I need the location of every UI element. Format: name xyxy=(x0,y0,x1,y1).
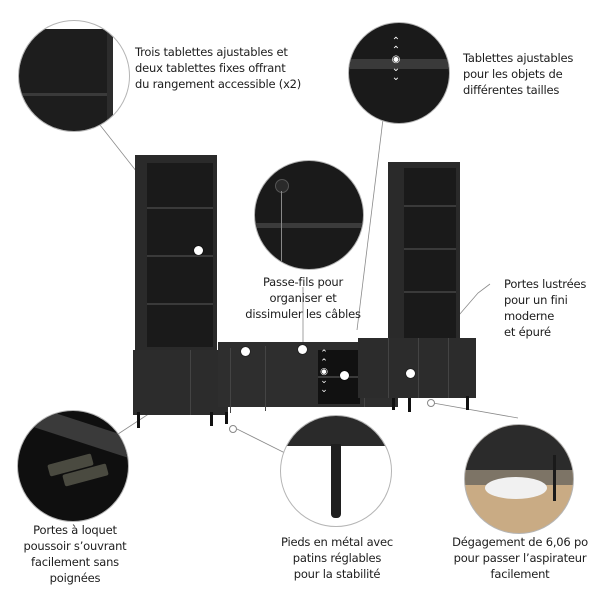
caption-cable-management: Passe-fils pour organiser et dissimuler … xyxy=(245,275,361,321)
hotspot-shelves[interactable] xyxy=(194,246,203,255)
hotspot-cable[interactable] xyxy=(298,345,307,354)
detail-circle-cable-management xyxy=(254,160,364,270)
hotspot-adjustable-shelf[interactable] xyxy=(340,371,349,380)
furniture-product-image: ⌃⌃◉⌄⌄ xyxy=(130,150,480,430)
caption-metal-legs: Pieds en métal avec patins réglables pou… xyxy=(280,535,394,581)
hotspot-metal-legs[interactable] xyxy=(229,425,237,433)
left-bookcase xyxy=(135,155,217,350)
caption-adjustable-fixed-shelves: Trois tablettes ajustables et deux table… xyxy=(135,45,302,91)
detail-circle-floor-clearance xyxy=(464,424,574,534)
leg xyxy=(466,396,469,410)
hotspot-glossy-doors[interactable] xyxy=(406,369,415,378)
leg xyxy=(137,412,140,428)
robot-vacuum xyxy=(485,477,547,499)
hotspot-floor-clearance[interactable] xyxy=(427,399,435,407)
leg xyxy=(210,412,213,426)
leg xyxy=(408,398,411,412)
caption-glossy-doors: Portes lustrées pour un fini moderne et … xyxy=(504,277,587,339)
base-cabinet-right xyxy=(358,338,476,398)
hotspot-push-latch[interactable] xyxy=(241,347,250,356)
caption-adjustable-shelves: Tablettes ajustables pour les objets de … xyxy=(463,51,574,97)
detail-circle-metal-legs xyxy=(280,415,392,527)
detail-circle-push-latch xyxy=(17,410,129,522)
caption-floor-clearance: Dégagement de 6,06 po pour passer l’aspi… xyxy=(452,535,588,581)
detail-circle-adjustable-shelves: ⌃⌃◉⌄⌄ xyxy=(348,22,450,124)
right-bookcase xyxy=(388,162,460,347)
detail-circle-shelves xyxy=(18,20,130,132)
cable-hole-icon xyxy=(275,179,289,193)
open-media-shelf xyxy=(318,350,360,404)
leg xyxy=(392,398,395,410)
leg xyxy=(225,412,228,424)
caption-push-latch-doors: Portes à loquet poussoir s’ouvrant facil… xyxy=(23,523,127,585)
up-down-arrows-icon: ⌃⌃◉⌄⌄ xyxy=(391,36,401,83)
base-cabinet-left xyxy=(133,350,228,415)
adjust-arrows-icon: ⌃⌃◉⌄⌄ xyxy=(320,349,328,395)
